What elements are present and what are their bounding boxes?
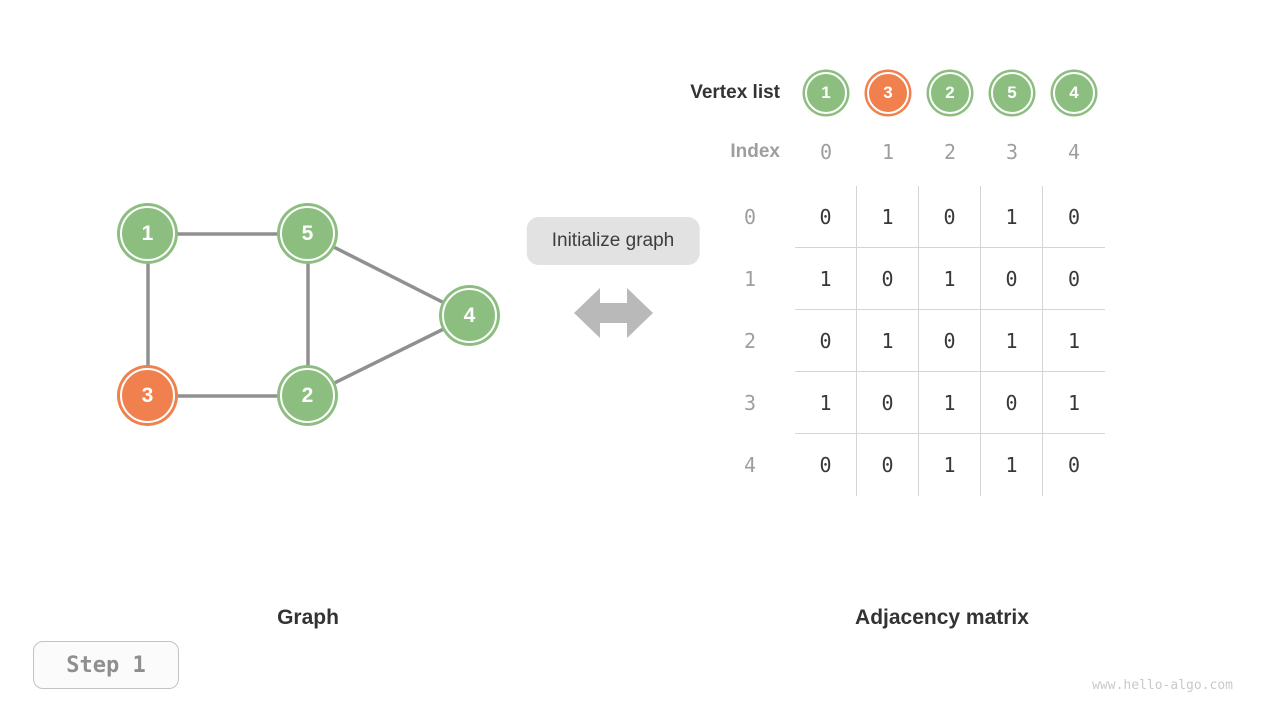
matrix-cell: 1 bbox=[857, 310, 919, 372]
watermark-url: www.hello-algo.com bbox=[1092, 678, 1233, 693]
matrix-cell: 0 bbox=[1043, 186, 1105, 248]
index-label: Index bbox=[730, 141, 780, 162]
graph-node: 1 bbox=[120, 206, 175, 261]
index-value: 0 bbox=[819, 140, 833, 164]
matrix-cell: 0 bbox=[795, 310, 857, 372]
graph-caption: Graph bbox=[277, 606, 339, 629]
matrix-cell: 0 bbox=[1067, 453, 1081, 477]
matrix-cell: 1 bbox=[857, 186, 919, 248]
matrix-cell: 1 bbox=[919, 248, 981, 310]
matrix-cell: 0 bbox=[857, 434, 919, 496]
matrix-cell: 1 bbox=[795, 248, 857, 310]
matrix-cell: 0 bbox=[857, 372, 919, 434]
matrix-row-label: 3 bbox=[743, 391, 757, 415]
matrix-cell: 1 bbox=[1043, 310, 1105, 372]
matrix-cell: 1 bbox=[919, 372, 981, 434]
vertex-circle: 4 bbox=[1053, 72, 1095, 114]
index-value: 3 bbox=[1005, 140, 1019, 164]
vertex-circle: 3 bbox=[867, 72, 909, 114]
index-value: 1 bbox=[881, 140, 895, 164]
matrix-row-label: 4 bbox=[743, 453, 757, 477]
vertex-circle: 5 bbox=[991, 72, 1033, 114]
matrix-cell: 1 bbox=[1043, 372, 1105, 434]
transform-label: Initialize graph bbox=[526, 217, 700, 265]
vertex-circle: 2 bbox=[929, 72, 971, 114]
vertex-circle: 1 bbox=[805, 72, 847, 114]
matrix-cell: 0 bbox=[981, 372, 1043, 434]
adjacency-matrix-caption: Adjacency matrix bbox=[855, 606, 1029, 629]
vertex-list-label: Vertex list bbox=[690, 82, 780, 103]
matrix-cell: 0 bbox=[919, 186, 981, 248]
matrix-row-label: 0 bbox=[743, 205, 757, 229]
matrix-cell: 0 bbox=[981, 248, 1043, 310]
graph-node: 2 bbox=[280, 368, 335, 423]
matrix-cell: 1 bbox=[981, 434, 1043, 496]
matrix-cell: 1 bbox=[795, 372, 857, 434]
matrix-cell: 0 bbox=[795, 434, 857, 496]
matrix-cell: 0 bbox=[1043, 248, 1105, 310]
matrix-cell: 1 bbox=[981, 186, 1043, 248]
matrix-cell: 1 bbox=[981, 310, 1043, 372]
index-value: 4 bbox=[1067, 140, 1081, 164]
graph-node: 5 bbox=[280, 206, 335, 261]
step-badge: Step 1 bbox=[33, 641, 179, 689]
index-value: 2 bbox=[943, 140, 957, 164]
matrix-row-label: 1 bbox=[743, 267, 757, 291]
matrix-cell: 0 bbox=[795, 186, 857, 248]
graph-node: 3 bbox=[120, 368, 175, 423]
graph-node: 4 bbox=[442, 288, 497, 343]
matrix-cell: 1 bbox=[919, 434, 981, 496]
matrix-cell: 0 bbox=[919, 310, 981, 372]
matrix-cell: 0 bbox=[857, 248, 919, 310]
matrix-row-label: 2 bbox=[743, 329, 757, 353]
